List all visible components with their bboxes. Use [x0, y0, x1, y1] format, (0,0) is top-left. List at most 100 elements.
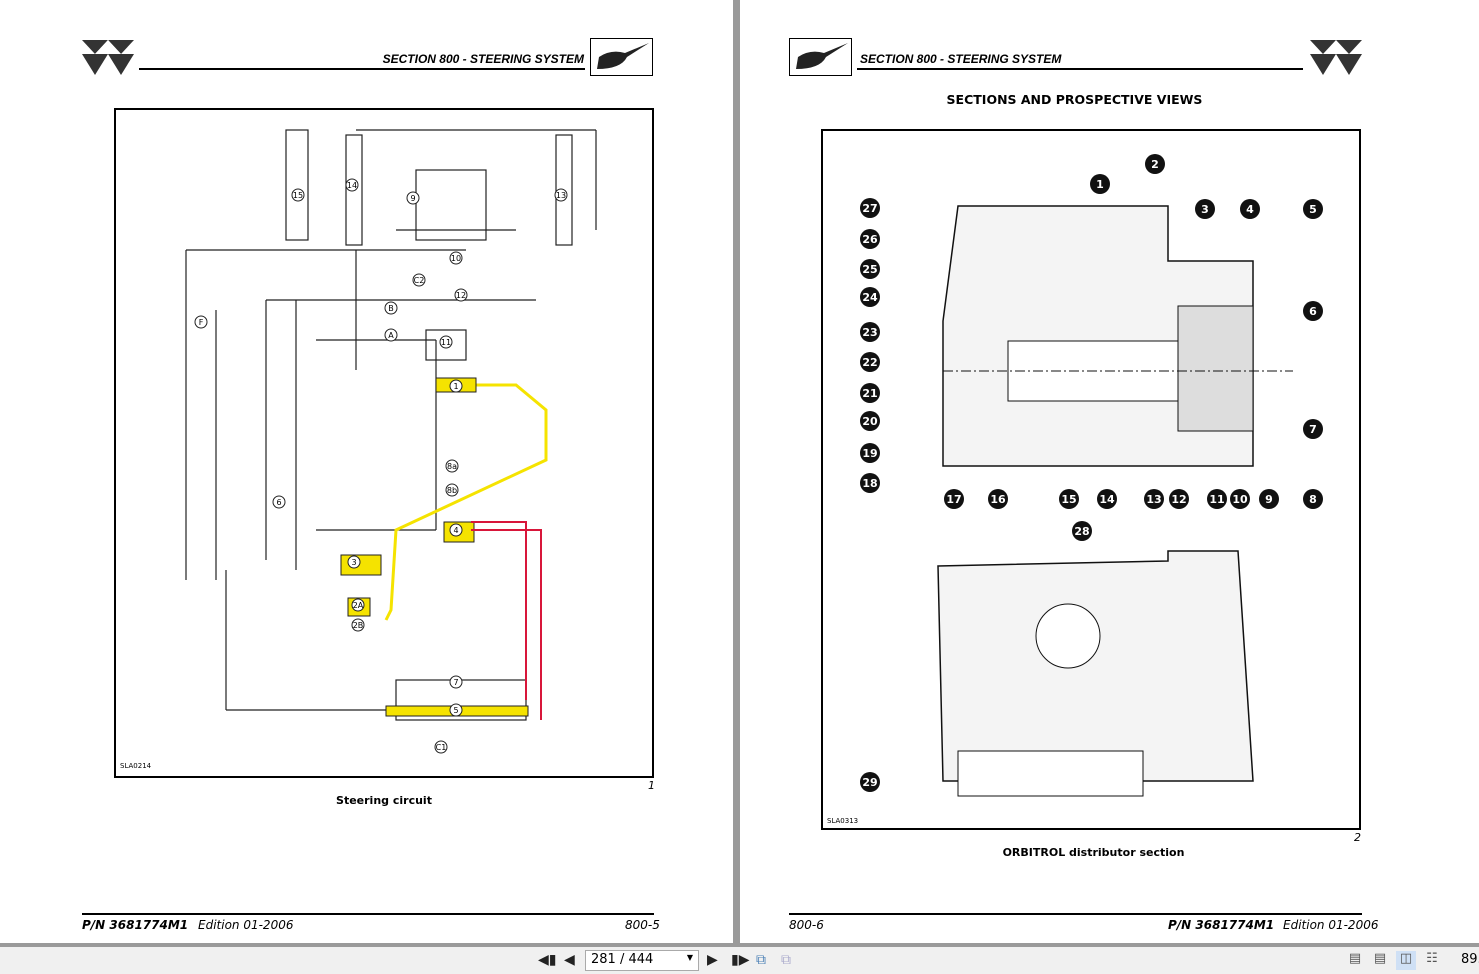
chevron-down-icon: ▼	[686, 953, 693, 962]
diagram-label-circle	[449, 523, 463, 537]
callout-number: 17	[946, 493, 961, 506]
callout-circle	[1072, 521, 1092, 541]
callout-number: 29	[862, 776, 877, 789]
lower-section	[937, 550, 1254, 782]
pressure-line-red	[471, 529, 542, 720]
callout-number: 14	[1099, 493, 1115, 506]
callout-circle	[1240, 199, 1260, 219]
callout-circle	[860, 383, 880, 403]
component	[555, 134, 573, 246]
diagram-label: 3	[351, 558, 356, 567]
massey-ferguson-logo	[1310, 40, 1362, 75]
next-page-button[interactable]: ▶	[707, 952, 718, 968]
figure-code: SLA0214	[120, 762, 152, 770]
diagram-label-circle	[351, 618, 365, 632]
diagram-label: 13	[556, 191, 566, 200]
callout-circle	[988, 489, 1008, 509]
two-page-continuous-button[interactable]: ☷	[1426, 951, 1438, 966]
diagram-label: 2B	[353, 621, 364, 630]
callout-number: 20	[862, 415, 878, 428]
first-page-button[interactable]: ◀▮	[538, 952, 557, 968]
diagram-label-circle	[412, 273, 426, 287]
callout-circle	[1303, 419, 1323, 439]
diagram-label-circle	[449, 675, 463, 689]
diagram-label: 6	[276, 498, 281, 507]
diagram-label: 12	[456, 291, 466, 300]
steering-icon	[590, 38, 653, 76]
diagram-label-circle	[445, 459, 459, 473]
callout-circle	[1195, 199, 1215, 219]
header-rule	[857, 68, 1303, 70]
footer-part-number: P/N 3681774M1	[1168, 918, 1275, 932]
massey-ferguson-logo	[82, 40, 134, 75]
single-page-view-button[interactable]: ▤	[1348, 951, 1362, 966]
diagram-label: 4	[453, 526, 458, 535]
callout-circle	[860, 443, 880, 463]
section-header: SECTION 800 - STEERING SYSTEM	[382, 52, 584, 66]
viewer-toolbar: ◀▮ ◀ 281 / 444▼ ▶ ▮▶ ⧉ ⧉ ▤ ▤ ◫ ☷ 89.	[0, 947, 1479, 974]
footer-page-number: 800-6	[789, 918, 824, 932]
previous-view-icon[interactable]: ⧉	[756, 952, 766, 968]
callout-number: 22	[862, 356, 877, 369]
diagram-label: 15	[293, 191, 303, 200]
callout-number: 7	[1309, 423, 1317, 436]
callout-circle	[860, 411, 880, 431]
callout-number: 11	[1209, 493, 1224, 506]
callout-number: 5	[1309, 203, 1317, 216]
callout-circle	[860, 772, 880, 792]
component	[345, 134, 363, 246]
callout-circle	[860, 287, 880, 307]
callout-number: 6	[1309, 305, 1317, 318]
diagram-label: B	[388, 304, 394, 313]
rotor-set	[1177, 305, 1254, 432]
callout-circle	[1090, 174, 1110, 194]
diagram-label-circle	[439, 335, 453, 349]
diagram-label: 1	[453, 382, 458, 391]
callout-circle	[1303, 301, 1323, 321]
diagram-label: 8b	[447, 486, 457, 495]
footer-edition: Edition 01-2006	[1283, 918, 1379, 932]
diagram-label: F	[199, 318, 204, 327]
diagram-label-circle	[434, 740, 448, 754]
diagram-label-circle	[347, 555, 361, 569]
page-title: SECTIONS AND PROSPECTIVE VIEWS	[946, 92, 1203, 107]
last-page-button[interactable]: ▮▶	[731, 952, 750, 968]
figure-number: 2	[1354, 831, 1361, 844]
figure-caption: Steering circuit	[336, 794, 432, 807]
callout-circle	[1059, 489, 1079, 509]
diagram-label-circle	[351, 598, 365, 612]
callout-circle	[860, 198, 880, 218]
component	[285, 129, 309, 241]
next-view-icon[interactable]: ⧉	[781, 952, 791, 968]
port-opening	[1035, 603, 1101, 669]
page-number-select[interactable]: 281 / 444▼	[585, 950, 699, 971]
callout-number: 23	[862, 326, 877, 339]
continuous-view-button[interactable]: ▤	[1373, 951, 1387, 966]
diagram-label: 7	[453, 678, 458, 687]
callout-number: 3	[1201, 203, 1209, 216]
diagram-label-circle	[291, 188, 305, 202]
diagram-label-circle	[449, 703, 463, 717]
callout-number: 15	[1061, 493, 1076, 506]
footer-edition: Edition 01-2006	[198, 918, 294, 932]
figure-caption: ORBITROL distributor section	[1002, 846, 1185, 859]
callout-circle	[860, 229, 880, 249]
header-rule	[139, 68, 585, 70]
diagram-label-circle	[384, 301, 398, 315]
callout-number: 13	[1146, 493, 1161, 506]
callout-number: 16	[990, 493, 1006, 506]
callout-circle	[1303, 199, 1323, 219]
diagram-label-circle	[406, 191, 420, 205]
previous-page-button[interactable]: ◀	[564, 952, 575, 968]
callout-circle	[1207, 489, 1227, 509]
callout-number: 24	[862, 291, 878, 304]
callout-circle	[1230, 489, 1250, 509]
two-page-view-button[interactable]: ◫	[1396, 951, 1416, 970]
callout-number: 25	[862, 263, 877, 276]
zoom-level[interactable]: 89.	[1461, 952, 1479, 967]
component	[415, 169, 487, 241]
relief-valve	[957, 750, 1144, 797]
diagram-label: 14	[347, 181, 357, 190]
steering-icon	[789, 38, 852, 76]
